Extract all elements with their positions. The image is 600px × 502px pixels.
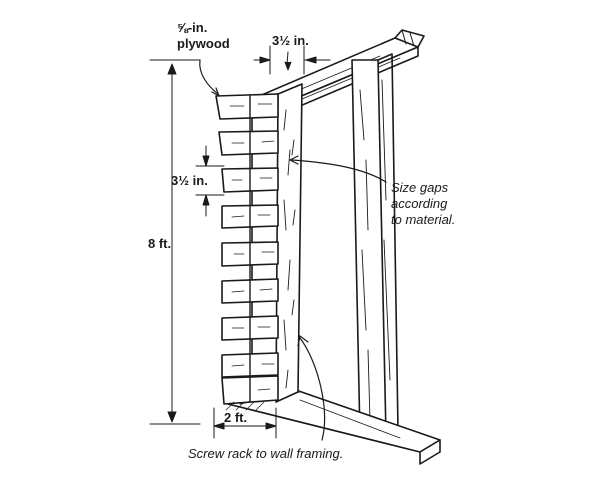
gap-dimension-label: 3½ in. <box>171 173 208 188</box>
plywood-label-line2: plywood <box>177 36 230 51</box>
plywood-rack-arms <box>215 93 279 405</box>
rack-arm-1 <box>215 93 279 120</box>
size-gaps-note-line3: to material. <box>391 212 456 227</box>
floor-hatch <box>225 401 265 411</box>
height-dimension-line <box>149 59 201 425</box>
size-gaps-note-line2: according <box>391 196 448 211</box>
plywood-side-panel <box>275 83 303 403</box>
wall-stud <box>351 53 399 437</box>
height-dimension-label: 8 ft. <box>148 236 172 251</box>
plywood-leader <box>199 59 219 95</box>
top-dimension-label: 3½ in. <box>272 33 309 48</box>
plywood-spine <box>229 94 275 403</box>
size-gaps-note-line1: Size gaps <box>391 180 449 195</box>
rack-arm-2 <box>218 130 279 156</box>
width-dimension-label: 2 ft. <box>224 410 248 425</box>
width-dimension-line <box>213 407 277 439</box>
plywood-label-line1: ⅝-in. <box>177 20 208 35</box>
screw-rack-note: Screw rack to wall framing. <box>188 446 344 461</box>
screw-leader <box>299 337 326 441</box>
top-dimension-line <box>253 45 331 75</box>
gaps-leader <box>291 159 387 183</box>
gap-dimension-line <box>195 145 225 217</box>
